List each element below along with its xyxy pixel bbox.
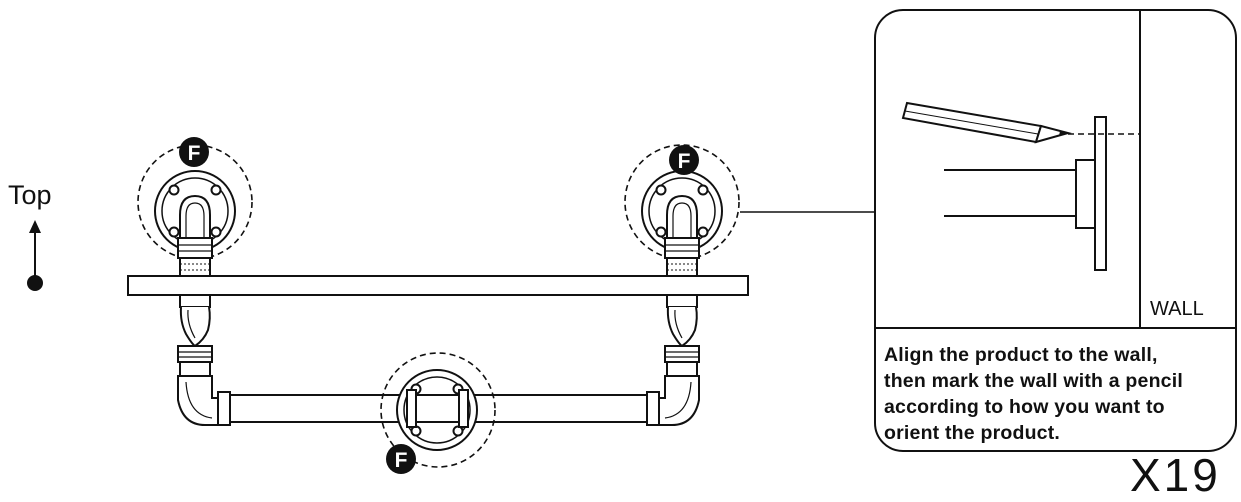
center-flange-assembly	[380, 352, 496, 468]
left-flange-assembly	[137, 144, 253, 277]
instruction-line: orient the product.	[884, 422, 1061, 444]
callout-f-right: F	[669, 145, 699, 175]
top-label: Top	[8, 180, 52, 210]
instruction-line: Align the product to the wall,	[884, 344, 1158, 366]
flange-side-view	[944, 116, 1107, 271]
svg-text:F: F	[188, 142, 201, 165]
callout-f-left: F	[179, 137, 209, 167]
wall-label: WALL	[1150, 298, 1204, 320]
instruction-text: Align the product to the wall, then mark…	[884, 342, 1234, 446]
svg-text:F: F	[395, 449, 408, 472]
assembly-diagram: F F F	[27, 9, 1237, 474]
callout-f-bottom: F	[386, 444, 416, 474]
detail-panel	[874, 9, 1237, 452]
pencil-icon	[901, 101, 1072, 144]
instruction-line: according to how you want to	[884, 396, 1165, 418]
right-lower-pipe	[646, 294, 700, 426]
shelf-board	[127, 275, 749, 296]
svg-text:F: F	[678, 150, 691, 173]
instruction-line: then mark the wall with a pencil	[884, 370, 1183, 392]
page-number: X19	[1130, 449, 1221, 501]
top-direction-arrow	[27, 220, 43, 291]
left-lower-pipe	[177, 294, 231, 426]
